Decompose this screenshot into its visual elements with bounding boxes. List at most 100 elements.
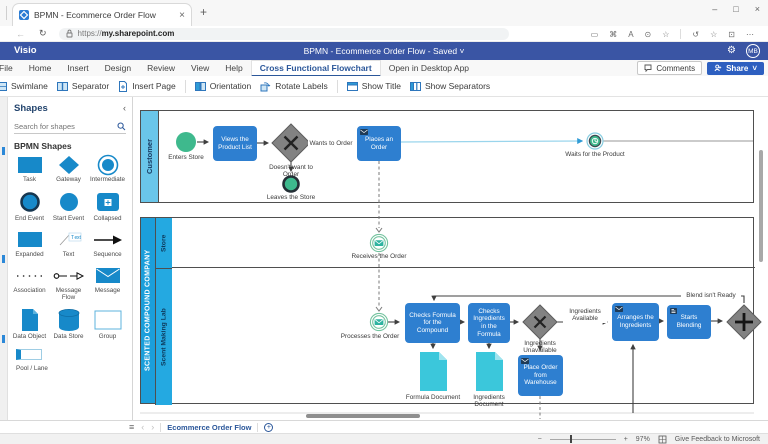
drawing-canvas[interactable]: Customer SCENTED COMPOUND COMPANY Store …: [133, 97, 768, 420]
task-places-order[interactable]: Places an Order: [357, 126, 401, 161]
stencil-pool-lane[interactable]: Pool / Lane: [16, 349, 48, 372]
gateway-ingredients[interactable]: [522, 304, 558, 340]
new-tab-icon[interactable]: +: [200, 5, 208, 19]
tab-close-icon[interactable]: ×: [179, 9, 185, 21]
tab-review[interactable]: Review: [147, 63, 175, 73]
share-button[interactable]: Share ˅: [707, 61, 764, 75]
intermediate-event-waits[interactable]: [586, 132, 604, 150]
page-menu-icon[interactable]: ≡: [129, 422, 135, 432]
stencil-task[interactable]: Task: [10, 153, 49, 184]
pool-band[interactable]: SCENTED COMPOUND COMPANY: [141, 218, 155, 403]
orientation-button[interactable]: Orientation: [194, 81, 251, 92]
lane-customer-band[interactable]: Customer: [141, 111, 159, 202]
document-title[interactable]: BPMN - Ecommerce Order Flow - Saved ˅: [0, 46, 768, 56]
label-ingredients-available[interactable]: Ingredients Available: [563, 308, 607, 323]
zoom-page-icon[interactable]: ⊙: [644, 29, 652, 39]
read-aloud-icon[interactable]: A: [628, 29, 634, 39]
lane-customer[interactable]: Customer: [140, 110, 754, 203]
add-page-icon[interactable]: +: [264, 422, 274, 432]
separator-button[interactable]: Separator: [56, 81, 109, 92]
tab-view[interactable]: View: [191, 63, 210, 73]
close-window-icon[interactable]: ×: [754, 4, 760, 14]
minimize-icon[interactable]: –: [712, 4, 718, 14]
tab-design[interactable]: Design: [104, 63, 132, 73]
label-ingredients-unavailable[interactable]: Ingredients Unavailable: [523, 340, 557, 355]
shape-search-input[interactable]: [14, 121, 117, 131]
start-event-enters-store[interactable]: [176, 132, 196, 152]
task-views-product-list[interactable]: Views the Product List: [213, 126, 257, 161]
stencil-message[interactable]: Message: [88, 264, 127, 302]
stencil-collapsed[interactable]: Collapsed: [88, 189, 127, 223]
stencil-data-object[interactable]: Data Object: [10, 307, 49, 341]
task-starts-blending[interactable]: Starts Blending: [667, 305, 711, 339]
stencil-expanded[interactable]: Expanded: [10, 228, 49, 259]
task-place-order-warehouse[interactable]: Place Order from Warehouse: [518, 355, 563, 396]
avatar[interactable]: MB: [746, 44, 760, 58]
task-arranges-ingredients[interactable]: Arranges the Ingredients: [612, 303, 659, 341]
stencil-message-flow[interactable]: Message Flow: [49, 264, 88, 302]
lane-store-band[interactable]: Store: [155, 218, 172, 268]
feedback-link[interactable]: Give Feedback to Microsoft: [674, 435, 760, 443]
page-next-icon[interactable]: ›: [151, 422, 155, 432]
zoom-slider[interactable]: [549, 435, 616, 443]
show-separators-button[interactable]: Show Separators: [409, 81, 490, 92]
favorite-add-icon[interactable]: ☆: [662, 29, 670, 39]
zoom-slider-thumb[interactable]: [569, 435, 573, 443]
message-event-processes[interactable]: [369, 312, 389, 332]
browser-tab[interactable]: BPMN - Ecommerce Order Flow ×: [12, 3, 192, 26]
stencil-intermediate[interactable]: Intermediate: [88, 153, 127, 184]
tab-home[interactable]: Home: [28, 63, 52, 73]
swimlane-button[interactable]: Swimlane: [0, 81, 48, 92]
zoom-out-icon[interactable]: −: [537, 435, 542, 443]
message-flow-dashed[interactable]: [378, 161, 541, 419]
document-formula[interactable]: [420, 352, 447, 391]
more-menu-icon[interactable]: ⋯: [746, 29, 754, 39]
page-tab-ecommerce-order-flow[interactable]: Ecommerce Order Flow: [167, 422, 252, 432]
stencil-sequence[interactable]: Sequence: [88, 228, 127, 259]
gateway-parallel[interactable]: [726, 304, 762, 340]
document-ingredients[interactable]: [476, 352, 503, 391]
favorites-icon[interactable]: ☆: [710, 29, 718, 39]
loop-blend-not-ready[interactable]: [431, 295, 745, 303]
settings-gear-icon[interactable]: ⚙: [727, 45, 736, 56]
fit-to-window-icon[interactable]: [658, 435, 667, 444]
label-receives-order[interactable]: Receives the Order: [351, 253, 407, 260]
page-prev-icon[interactable]: ‹: [141, 422, 145, 432]
tab-open-in-desktop-app[interactable]: Open in Desktop App: [388, 63, 470, 73]
label-wants-to-order[interactable]: Wants to Order: [308, 139, 354, 147]
tab-file[interactable]: File: [0, 63, 13, 73]
task-checks-formula[interactable]: Checks Formula for the Compound: [405, 303, 460, 343]
maximize-icon[interactable]: □: [733, 4, 739, 14]
rotate-labels-button[interactable]: Rotate Labels: [260, 81, 328, 92]
gateway-want-order[interactable]: [271, 123, 311, 163]
show-title-button[interactable]: Show Title: [346, 81, 401, 92]
search-icon[interactable]: [117, 122, 126, 131]
stencil-start-event[interactable]: Start Event: [49, 189, 88, 223]
url-field[interactable]: https://my.sharepoint.com: [58, 27, 509, 40]
task-checks-ingredients[interactable]: Checks Ingredients in the Formula: [468, 303, 510, 343]
zoom-in-icon[interactable]: +: [623, 435, 628, 443]
refresh-icon[interactable]: ↻: [39, 28, 47, 38]
sync-icon[interactable]: ↺: [692, 29, 700, 39]
pool-scented-compound[interactable]: SCENTED COMPOUND COMPANY Store Scent Mak…: [140, 217, 755, 405]
label-blend-not-ready[interactable]: Blend isn't Ready: [681, 292, 741, 300]
label-doesnt-want[interactable]: Doesn't want to Order: [269, 164, 313, 179]
label-waits-product[interactable]: Waits for the Product: [565, 151, 625, 158]
tab-cross-functional-flowchart[interactable]: Cross Functional Flowchart: [250, 59, 381, 77]
insert-page-button[interactable]: Insert Page: [118, 80, 176, 92]
stencil-data-store[interactable]: Data Store: [49, 307, 88, 341]
stencil-group[interactable]: Group: [88, 307, 127, 341]
collections-icon[interactable]: ⊡: [728, 29, 735, 39]
label-enters-store[interactable]: Enters Store: [168, 154, 204, 161]
tab-help[interactable]: Help: [225, 63, 243, 73]
label-ingredients-document[interactable]: Ingredients Document: [473, 394, 505, 409]
vertical-scrollbar[interactable]: [759, 150, 763, 262]
panel-collapse-icon[interactable]: ‹: [123, 103, 126, 113]
horizontal-scrollbar[interactable]: [306, 414, 420, 418]
back-icon[interactable]: ←: [16, 28, 25, 39]
lane-lab-band[interactable]: Scent Making Lab: [155, 268, 172, 405]
comments-button[interactable]: Comments: [637, 61, 703, 75]
message-event-receives[interactable]: [369, 233, 389, 253]
label-processes-order[interactable]: Processes the Order: [340, 333, 400, 340]
